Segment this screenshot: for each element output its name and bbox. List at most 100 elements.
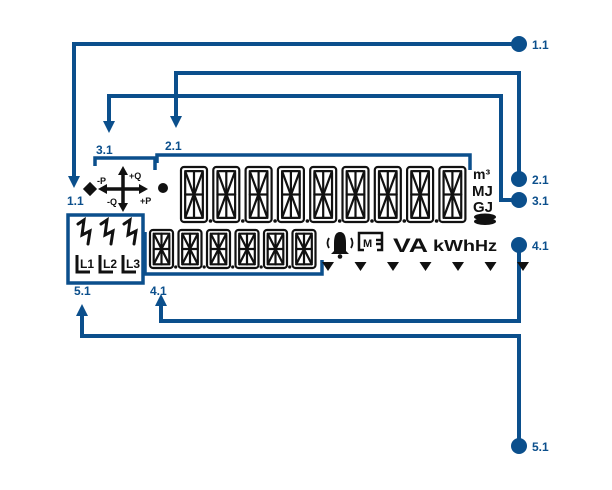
main-decimal-point <box>402 219 407 223</box>
phase-wave-icon <box>76 216 92 246</box>
aux-decimal-point <box>202 265 206 269</box>
leader-2-1 <box>174 71 521 179</box>
callout-5-1-left: 5.1 <box>74 284 91 298</box>
leader-5-1 <box>80 316 521 446</box>
unit-mj: MJ <box>472 183 493 200</box>
leader-end-dots <box>511 36 527 454</box>
bracket-main-display <box>155 153 472 170</box>
leader-1-1 <box>72 42 519 176</box>
label-plus-p: +P <box>140 196 151 206</box>
group-brackets <box>66 153 472 285</box>
triangle-marker-icon <box>354 262 367 271</box>
triangle-marker-icon <box>419 262 432 271</box>
main-digit-5 <box>309 165 338 224</box>
main-digit-4 <box>276 165 305 224</box>
main-digit-1 <box>179 165 209 224</box>
dot-2-1 <box>511 171 527 187</box>
meter-letter: M <box>363 238 372 250</box>
label-plus-q: +Q <box>129 171 141 181</box>
dot-4-1 <box>511 237 527 253</box>
diamond-icon <box>82 181 98 197</box>
main-digit-9 <box>438 165 467 224</box>
main-decimal-point <box>370 219 374 223</box>
leader-4-1 <box>159 245 521 323</box>
arrowhead-1-1 <box>68 176 80 188</box>
quadrant-arrows-icon <box>98 166 148 212</box>
triangle-marker-icon <box>484 262 497 271</box>
main-digit-7 <box>373 165 402 224</box>
arrowhead-4-1 <box>155 294 167 306</box>
aux-digit-1 <box>148 228 175 270</box>
main-digit-2 <box>212 165 241 224</box>
triangle-marker-icon <box>517 262 529 271</box>
main-decimal-point <box>434 219 439 223</box>
callout-2-1-right: 2.1 <box>532 173 549 187</box>
main-decimal-point <box>208 219 213 223</box>
dot-5-1 <box>511 438 527 454</box>
callout-4-1-right: 4.1 <box>532 239 549 253</box>
triangle-marker-icon <box>387 262 399 271</box>
callout-3-1-right: 3.1 <box>532 194 549 208</box>
unit-hz: Hz <box>475 238 497 255</box>
arrowhead-3-1 <box>103 121 115 133</box>
label-minus-p: -P <box>97 176 106 186</box>
meter-icon <box>357 231 384 252</box>
phase-waves <box>76 216 138 246</box>
callout-1-1-right: 1.1 <box>532 38 549 52</box>
leader-arrowheads <box>68 116 182 316</box>
phase-wave-icon <box>99 216 115 246</box>
phase-bracket-3 <box>121 255 136 274</box>
main-decimal-point <box>273 219 277 223</box>
aux-decimal-point <box>231 265 235 269</box>
main-decimal-point <box>241 219 245 223</box>
unit-gj: GJ <box>473 199 493 216</box>
arrowhead-2-1 <box>170 116 182 128</box>
aux-digit-3 <box>205 228 232 270</box>
callout-4-1-left: 4.1 <box>150 284 167 298</box>
phase-bracket-2 <box>98 255 113 274</box>
main-digit-8 <box>406 165 435 224</box>
phase-label-l1: L1 <box>80 257 94 271</box>
callout-1-1-left: 1.1 <box>67 194 84 208</box>
leader-lines <box>72 42 521 446</box>
triangle-marker-icon <box>452 262 464 271</box>
alarm-bell-icon <box>326 232 354 259</box>
main-digit-3 <box>244 165 273 224</box>
callout-2-1-left: 2.1 <box>165 139 182 153</box>
arrowhead-5-1 <box>76 304 88 316</box>
callout-5-1-right: 5.1 <box>532 440 549 454</box>
aux-decimal-point <box>288 265 292 269</box>
phase-label-l3: L3 <box>126 257 140 271</box>
unit-m3: m³ <box>473 166 490 182</box>
aux-digit-4 <box>234 228 260 270</box>
aux-digit-6 <box>291 228 317 270</box>
aux-digit-display <box>148 228 317 270</box>
dot-3-1 <box>511 192 527 208</box>
aux-decimal-point <box>174 265 178 269</box>
phase-bracket-1 <box>75 255 90 274</box>
aux-decimal-point <box>259 265 263 269</box>
dot-1-1 <box>511 36 527 52</box>
bracket-quadrant <box>93 156 157 170</box>
leader-3-1 <box>107 94 519 202</box>
bracket-aux-display <box>143 232 324 276</box>
phase-label-l2: L2 <box>103 257 117 271</box>
callout-3-1-left: 3.1 <box>96 143 113 157</box>
unit-va: VA <box>393 236 428 257</box>
phase-brackets <box>75 255 136 274</box>
coin-stack-icon <box>474 213 496 225</box>
unit-kwh: kWh <box>433 238 475 255</box>
triangle-marker-icon <box>322 262 334 271</box>
dot-icon <box>158 183 168 193</box>
label-minus-q: -Q <box>107 197 117 207</box>
aux-digit-5 <box>262 228 289 270</box>
aux-digit-2 <box>177 228 203 270</box>
main-digit-6 <box>341 165 370 224</box>
main-decimal-point <box>337 219 342 223</box>
main-digit-display <box>179 165 467 224</box>
triangle-markers <box>322 262 529 271</box>
bracket-phases <box>66 213 145 285</box>
phase-wave-icon <box>122 216 138 246</box>
main-decimal-point <box>305 219 310 223</box>
